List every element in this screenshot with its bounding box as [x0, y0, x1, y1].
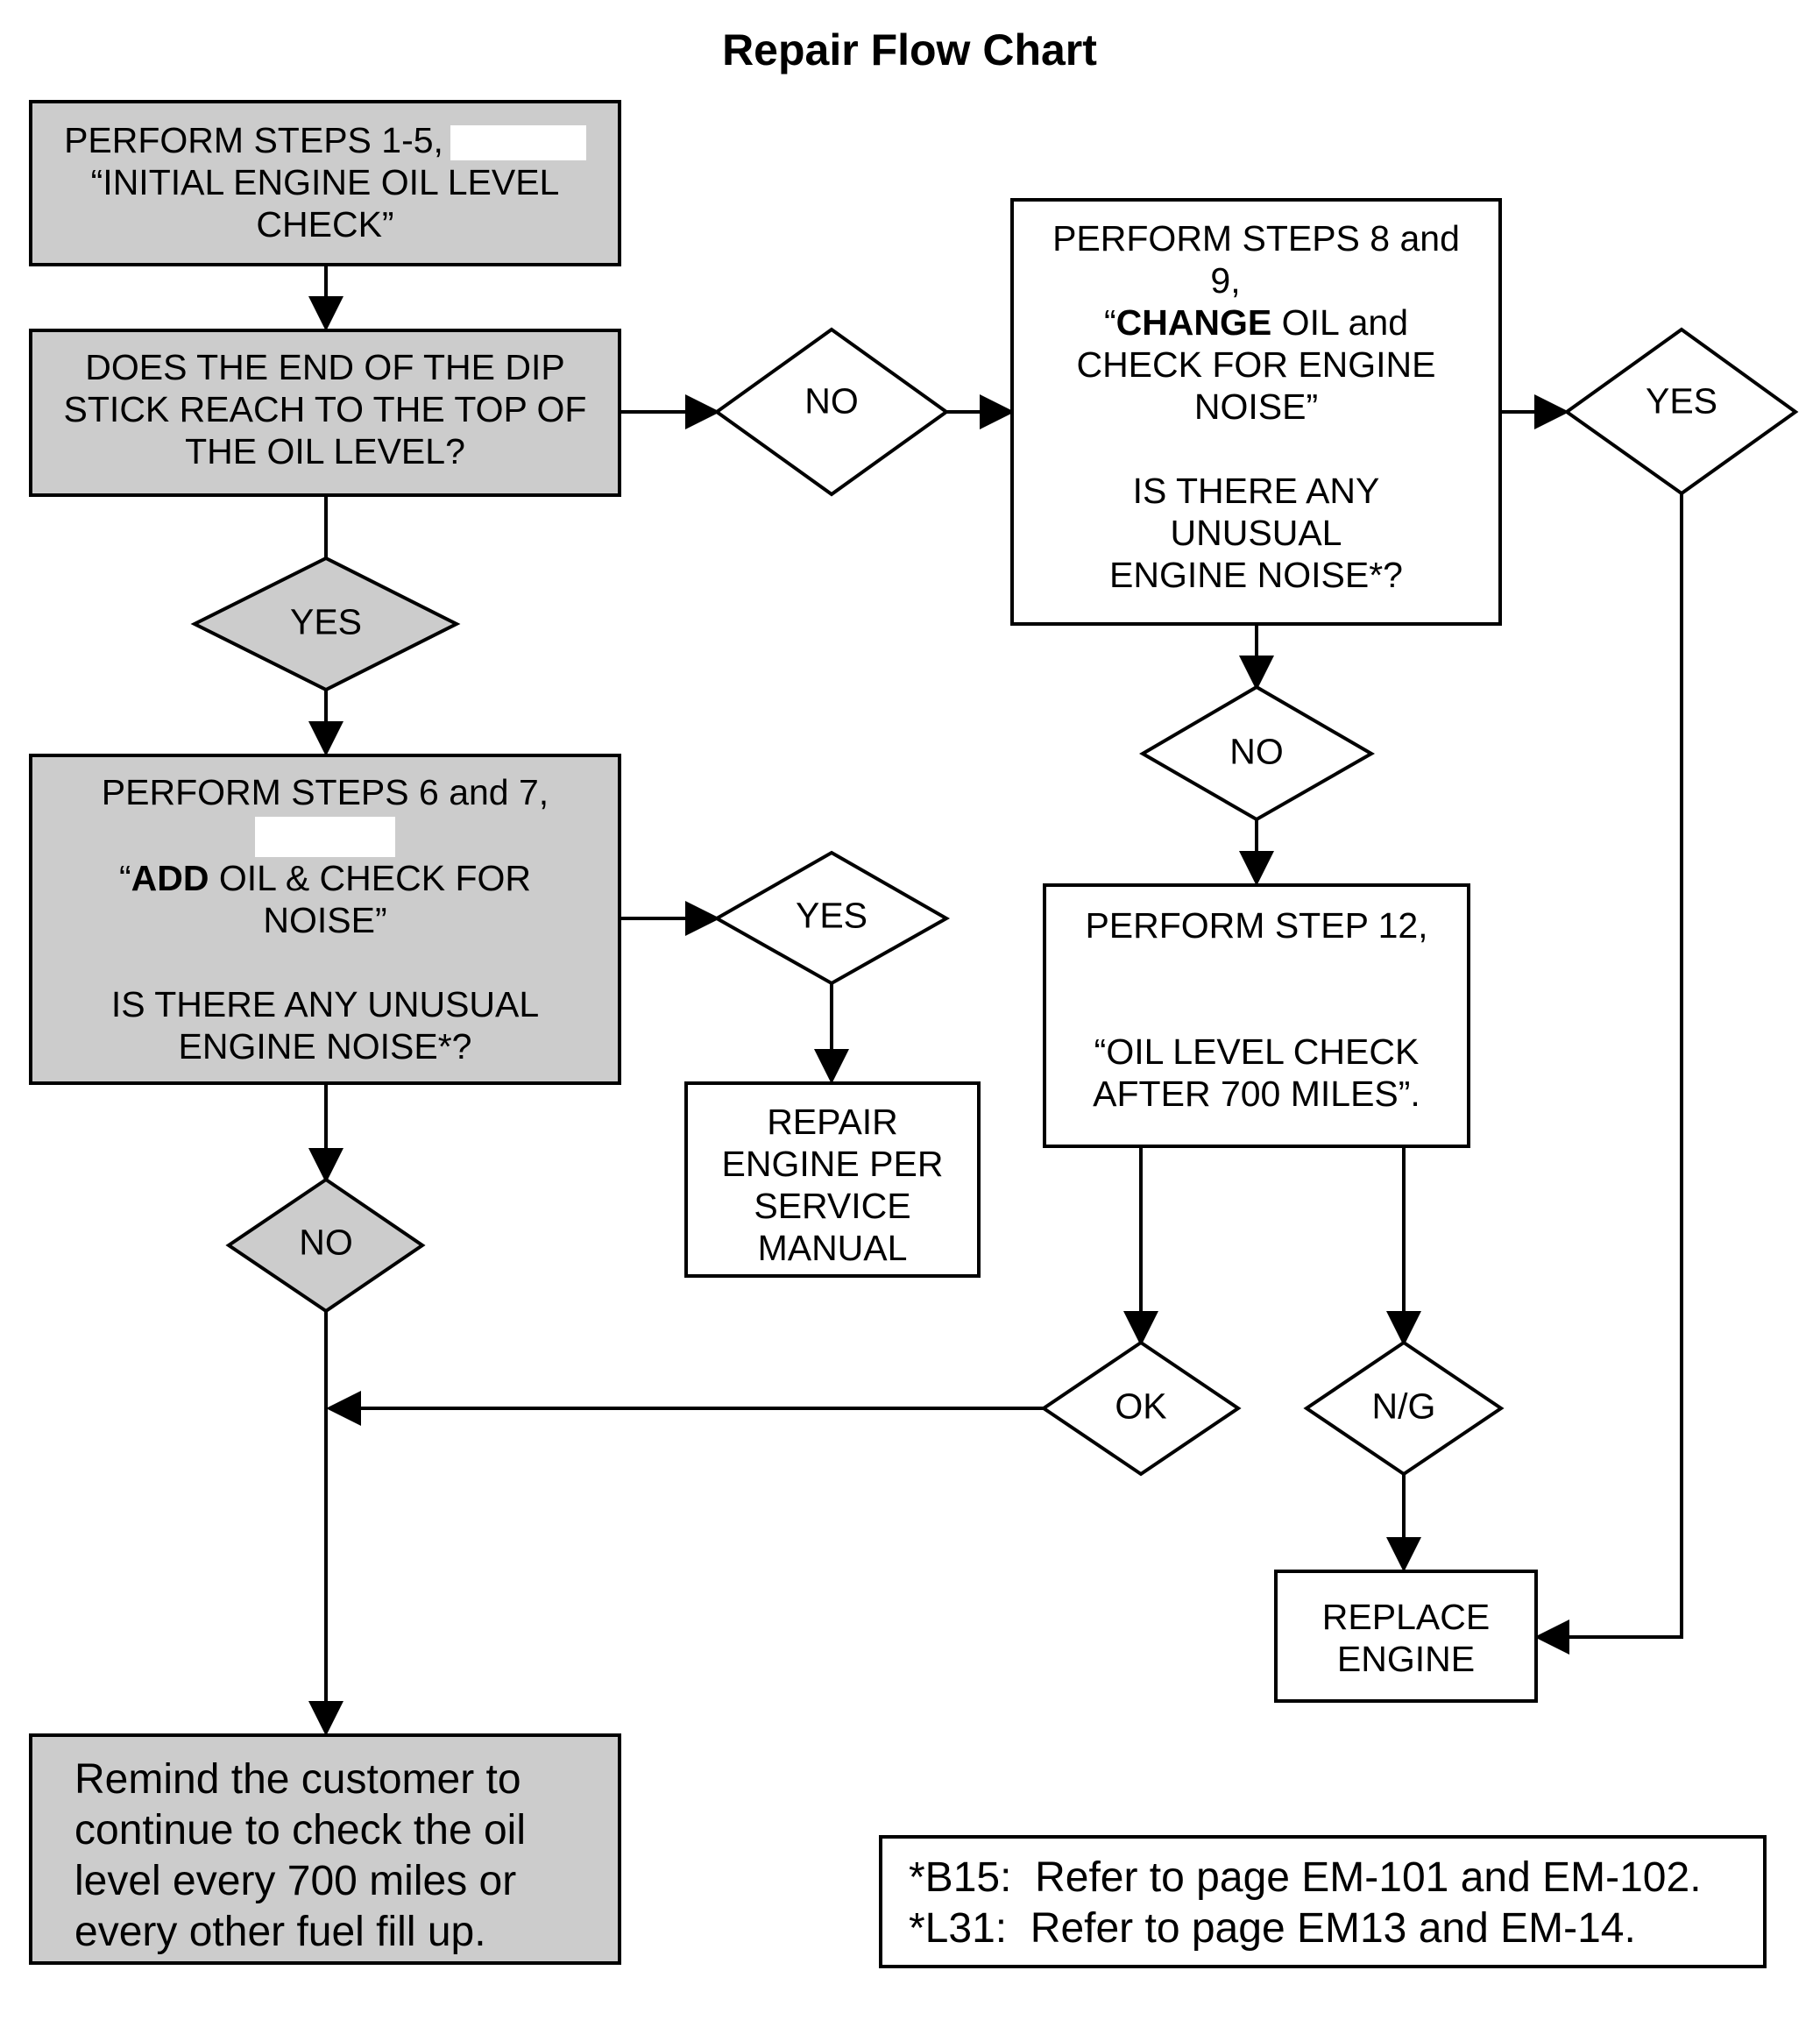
- step1-line2: “INITIAL ENGINE OIL LEVEL: [90, 162, 560, 202]
- decision-no-noise-change: [1139, 684, 1376, 822]
- step6-add-line: “ADD OIL & CHECK FOR: [119, 857, 531, 899]
- decision-ng-label: N/G: [1371, 1386, 1436, 1427]
- decision-yes-noise-change: [1563, 327, 1799, 496]
- repair-line3: SERVICE: [754, 1186, 911, 1226]
- repair-line2: ENGINE PER: [721, 1144, 944, 1184]
- step12-quote1: “OIL LEVEL CHECK: [1094, 1031, 1420, 1072]
- step1-line: PERFORM STEPS 1-5,: [64, 119, 586, 161]
- decision-no-dipstick-label: NO: [804, 380, 859, 422]
- step8-question2: UNUSUAL: [1170, 513, 1342, 553]
- decision-ok: [1040, 1340, 1242, 1477]
- dipstick-line2: STICK REACH TO THE TOP OF: [63, 389, 587, 429]
- decision-yes-noise-add: [712, 850, 951, 986]
- step8-line5: NOISE”: [1193, 386, 1319, 427]
- step8-change-rest: OIL and: [1271, 302, 1409, 343]
- step6-add-quote: “: [118, 858, 131, 899]
- step1-box: PERFORM STEPS 1-5, “INITIAL ENGINE OIL L…: [29, 100, 621, 266]
- step6-line1: PERFORM STEPS 6 and 7,: [101, 772, 549, 812]
- decision-no-noise-add: [225, 1177, 426, 1314]
- page-title: Repair Flow Chart: [722, 25, 1097, 74]
- step6-redact-line: [255, 813, 395, 858]
- step8-question3: ENGINE NOISE*?: [1109, 555, 1403, 595]
- redaction-block: [450, 125, 586, 161]
- step6-add-bold: ADD: [131, 858, 209, 899]
- step12-box: PERFORM STEP 12, “OIL LEVEL CHECK AFTER …: [1043, 883, 1470, 1148]
- step12-quote2: AFTER 700 MILES”.: [1093, 1074, 1420, 1114]
- step8-change-quote: “: [1103, 302, 1116, 343]
- step8-box: PERFORM STEPS 8 and 9, “CHANGE OIL and C…: [1010, 198, 1502, 626]
- decision-no-dipstick: [713, 327, 950, 497]
- footnote-line1: *B15: Refer to page EM-101 and EM-102.: [909, 1854, 1702, 1901]
- step8-line1: PERFORM STEPS 8 and: [1052, 218, 1460, 259]
- remind-line3: level every 700 miles or: [74, 1858, 517, 1904]
- decision-ok-label: OK: [1115, 1386, 1167, 1427]
- dipstick-line1: DOES THE END OF THE DIP: [85, 347, 565, 387]
- decision-ng: [1303, 1340, 1505, 1477]
- connector-yes-to-replace: [1534, 493, 1683, 1655]
- decision-yes-noise-add-label: YES: [795, 895, 868, 936]
- step8-line4: CHECK FOR ENGINE: [1076, 344, 1436, 385]
- step8-line2: 9,: [1210, 260, 1241, 301]
- remind-line4: every other fuel fill up.: [74, 1909, 486, 1955]
- repair-box: REPAIR ENGINE PER SERVICE MANUAL: [684, 1081, 981, 1278]
- remind-box: Remind the customer to continue to check…: [29, 1733, 621, 1965]
- dipstick-line3: THE OIL LEVEL?: [185, 431, 465, 471]
- replace-line2: ENGINE: [1336, 1639, 1476, 1679]
- step8-change-bold: CHANGE: [1115, 302, 1272, 343]
- decision-yes-noise-change-label: YES: [1645, 380, 1718, 422]
- footnote-line2: *L31: Refer to page EM13 and EM-14.: [909, 1905, 1636, 1952]
- step1-line3: CHECK”: [256, 204, 394, 245]
- step8-change-line: “CHANGE OIL and: [1104, 301, 1408, 344]
- decision-no-noise-add-label: NO: [299, 1222, 353, 1263]
- step6-question2: ENGINE NOISE*?: [178, 1026, 472, 1067]
- redaction-block: [255, 817, 395, 858]
- step6-add-rest: OIL & CHECK FOR: [209, 858, 532, 899]
- step6-question1: IS THERE ANY UNUSUAL: [110, 984, 540, 1025]
- step12-line1: PERFORM STEP 12,: [1085, 905, 1428, 946]
- repair-line4: MANUAL: [757, 1228, 908, 1268]
- dipstick-box: DOES THE END OF THE DIP STICK REACH TO T…: [29, 329, 621, 497]
- decision-yes-dipstick-label: YES: [289, 601, 363, 642]
- replace-box: REPLACE ENGINE: [1274, 1570, 1538, 1703]
- step8-question1: IS THERE ANY: [1132, 471, 1380, 511]
- step6-box: PERFORM STEPS 6 and 7, “ADD OIL & CHECK …: [29, 754, 621, 1085]
- footnote-box: *B15: Refer to page EM-101 and EM-102. *…: [879, 1835, 1767, 1968]
- step6-line4: NOISE”: [263, 900, 387, 941]
- decision-no-noise-change-label: NO: [1229, 731, 1284, 772]
- repair-line1: REPAIR: [767, 1102, 898, 1142]
- decision-yes-dipstick: [190, 556, 461, 692]
- remind-line2: continue to check the oil: [74, 1807, 526, 1853]
- replace-line1: REPLACE: [1321, 1597, 1491, 1637]
- step1-line1: PERFORM STEPS 1-5,: [64, 120, 443, 160]
- remind-line1: Remind the customer to: [74, 1756, 521, 1803]
